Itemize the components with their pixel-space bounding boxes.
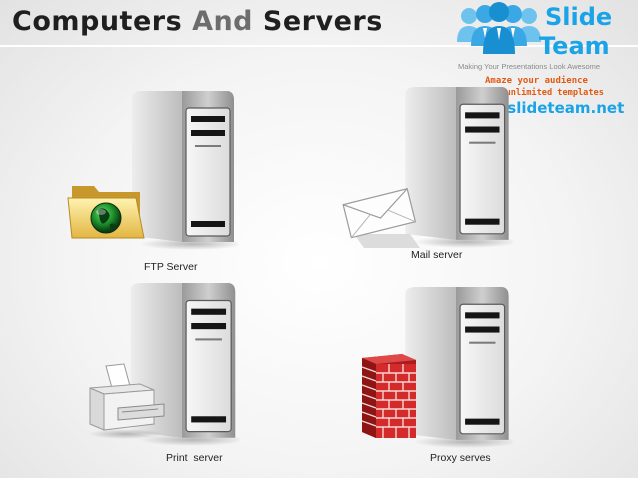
mail-server-caption: Mail server bbox=[411, 249, 463, 261]
proxy-server-caption: Proxy serves bbox=[430, 452, 491, 464]
logo-promo-line2: Download unlimited templates bbox=[459, 88, 604, 98]
title-divider bbox=[0, 45, 638, 47]
logo-tagline: Making Your Presentations Look Awesome bbox=[458, 62, 601, 71]
title-word-computers: Computers bbox=[12, 6, 183, 37]
ftp-server-caption: FTP Server bbox=[144, 261, 198, 273]
logo-word-team: Team bbox=[539, 32, 610, 60]
people-icon bbox=[457, 2, 541, 54]
page-title: Computers And Servers bbox=[12, 6, 383, 37]
logo-promo-line1: Amaze your audience bbox=[485, 76, 588, 86]
logo-word-slide: Slide bbox=[545, 3, 613, 31]
print-server-caption: Print server bbox=[166, 452, 223, 464]
printer-icon bbox=[88, 363, 165, 439]
envelope-icon bbox=[342, 188, 420, 248]
brick-firewall-icon bbox=[361, 354, 416, 438]
title-word-and: And bbox=[192, 6, 254, 37]
folder-globe-icon bbox=[67, 186, 145, 239]
title-word-servers: Servers bbox=[262, 6, 383, 37]
slideteam-logo[interactable]: Slide Team Making Your Presentations Loo… bbox=[455, 2, 635, 118]
